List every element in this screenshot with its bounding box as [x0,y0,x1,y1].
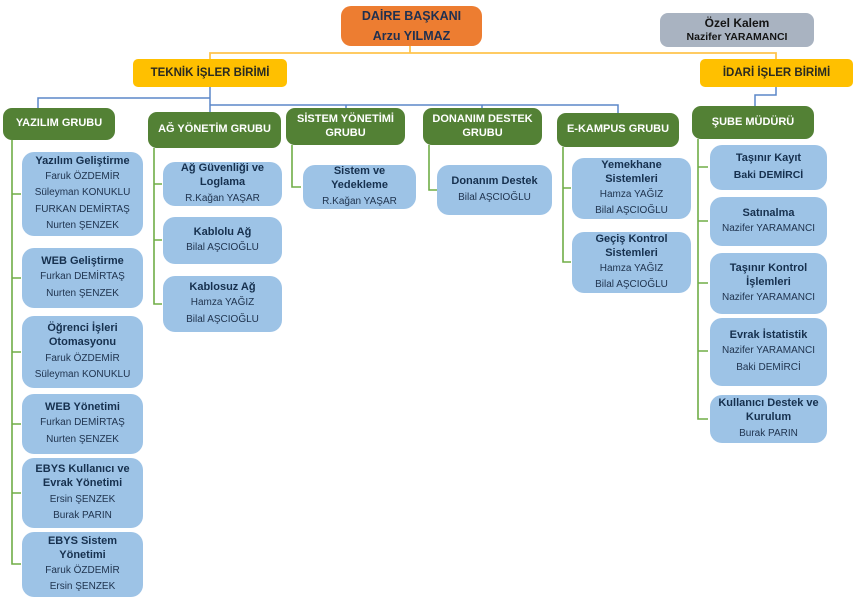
task-evrak-istatistik: Evrak İstatistik Nazifer YARAMANCI Baki … [710,318,827,386]
task-member: Furkan DEMİRTAŞ [40,271,125,283]
task-member: Hamza YAĞIZ [599,263,664,275]
task-member: Baki DEMİRCİ [736,361,801,373]
node-teknik-isler-birimi: TEKNİK İŞLER BİRİMİ [133,59,287,87]
task-title: Kablosuz Ağ [189,281,256,294]
group-label: YAZILIM GRUBU [15,117,103,130]
task-member: Faruk ÖZDEMİR [45,352,120,364]
task-title: Evrak İstatistik [729,329,808,342]
group-donanim-destek: DONANIM DESTEK GRUBU [423,108,542,145]
task-member: Faruk ÖZDEMİR [45,171,120,183]
task-kablolu-ag: Kablolu Ağ Bilal AŞCIOĞLU [163,217,282,264]
node-person: Nazifer YARAMANCI [686,30,788,43]
task-title: Geçiş Kontrol Sistemleri [595,232,668,259]
group-ag-yonetim: AĞ YÖNETİM GRUBU [148,112,281,148]
task-member: FURKAN DEMİRTAŞ [35,203,130,215]
node-title: Özel Kalem [704,15,770,30]
task-title: Kullanıcı Destek ve Kurulum [718,397,819,424]
task-tasinir-kayit: Taşınır Kayıt Baki DEMİRCİ [710,145,827,190]
task-member: Ersin ŞENZEK [49,581,116,593]
task-member: Hamza YAĞIZ [599,189,664,201]
task-title: EBYS Kullanıcı ve Evrak Yönetimi [35,463,130,490]
group-label: SİSTEM YÖNETİMİ GRUBU [297,112,394,139]
node-title: DAİRE BAŞKANI [361,8,462,23]
task-member: Bilal AŞCIOĞLU [595,279,668,291]
node-daire-baskani: DAİRE BAŞKANI Arzu YILMAZ [341,6,482,46]
task-title: Yazılım Geliştirme [35,154,130,167]
group-label: ŞUBE MÜDÜRÜ [711,115,795,128]
group-yazilim: YAZILIM GRUBU [3,108,115,140]
task-satinalma: Satınalma Nazifer YARAMANCI [710,197,827,246]
task-member: Nurten ŞENZEK [46,433,119,445]
task-title: Taşınır Kontrol İşlemleri [729,261,808,288]
task-member: Hamza YAĞIZ [190,297,255,309]
group-e-kampus: E-KAMPUS GRUBU [557,113,679,147]
task-member: Burak PARIN [739,427,798,439]
group-sube-muduru: ŞUBE MÜDÜRÜ [692,106,814,139]
task-member: Süleyman KONUKLU [34,368,131,380]
task-member: Süleyman KONUKLU [34,187,131,199]
node-ozel-kalem: Özel Kalem Nazifer YARAMANCI [660,13,814,47]
node-person: Arzu YILMAZ [372,29,451,43]
task-member: Bilal AŞCIOĞLU [186,313,259,325]
task-web-yonetimi: WEB Yönetimi Furkan DEMİRTAŞ Nurten ŞENZ… [22,394,143,454]
task-member: Furkan DEMİRTAŞ [40,417,125,429]
task-title: WEB Geliştirme [41,255,124,268]
task-sistem-yedekleme: Sistem ve Yedekleme R.Kağan YAŞAR [303,165,416,209]
task-title: Kablolu Ağ [193,225,252,238]
task-member: Bilal AŞCIOĞLU [595,205,668,217]
task-web-gelistirme: WEB Geliştirme Furkan DEMİRTAŞ Nurten ŞE… [22,248,143,308]
task-donanim-destek: Donanım Destek Bilal AŞCIOĞLU [437,165,552,215]
task-title: WEB Yönetimi [45,401,120,414]
task-title: Yemekhane Sistemleri [601,158,662,185]
task-member: Burak PARIN [53,509,112,521]
task-title: Donanım Destek [451,175,538,188]
node-title: İDARİ İŞLER BİRİMİ [722,66,831,79]
task-member: Nazifer YARAMANCI [722,345,815,357]
group-label: E-KAMPUS GRUBU [566,123,670,136]
node-title: TEKNİK İŞLER BİRİMİ [150,66,270,79]
task-member: Nurten ŞENZEK [46,219,119,231]
task-title: Öğrenci İşleri Otomasyonu [47,322,118,349]
node-idari-isler-birimi: İDARİ İŞLER BİRİMİ [700,59,853,87]
task-member: Bilal AŞCIOĞLU [458,191,531,203]
task-ag-guvenligi-loglama: Ağ Güvenliği ve Loglama R.Kağan YAŞAR [163,162,282,206]
task-ebys-sistem-yonetimi: EBYS Sistem Yönetimi Faruk ÖZDEMİR Ersin… [22,532,143,597]
task-member: R.Kağan YAŞAR [322,195,397,207]
task-title: Taşınır Kayıt [735,152,802,165]
task-member: Nazifer YARAMANCI [722,223,815,235]
task-member: Ersin ŞENZEK [49,493,116,505]
task-gecis-kontrol-sistemleri: Geçiş Kontrol Sistemleri Hamza YAĞIZ Bil… [572,232,691,293]
task-ebys-kullanici-evrak: EBYS Kullanıcı ve Evrak Yönetimi Ersin Ş… [22,458,143,528]
task-title: Satınalma [742,206,795,219]
task-tasinir-kontrol-islemleri: Taşınır Kontrol İşlemleri Nazifer YARAMA… [710,253,827,314]
task-member: R.Kağan YAŞAR [185,192,260,204]
task-title: Ağ Güvenliği ve Loglama [180,162,265,189]
task-member: Nurten ŞENZEK [46,287,119,299]
task-yazilim-gelistirme: Yazılım Geliştirme Faruk ÖZDEMİR Süleyma… [22,152,143,236]
task-kablosuz-ag: Kablosuz Ağ Hamza YAĞIZ Bilal AŞCIOĞLU [163,276,282,332]
task-title: EBYS Sistem Yönetimi [47,534,118,561]
group-label: AĞ YÖNETİM GRUBU [158,123,271,136]
group-label: DONANIM DESTEK GRUBU [432,112,533,139]
task-title: Sistem ve Yedekleme [331,165,388,192]
task-member: Nazifer YARAMANCI [722,292,815,304]
group-sistem-yonetimi: SİSTEM YÖNETİMİ GRUBU [286,108,405,145]
task-ogrenci-isleri-otomasyonu: Öğrenci İşleri Otomasyonu Faruk ÖZDEMİR … [22,316,143,388]
task-yemekhane-sistemleri: Yemekhane Sistemleri Hamza YAĞIZ Bilal A… [572,158,691,219]
task-member: Baki DEMİRCİ [733,168,804,181]
task-member: Bilal AŞCIOĞLU [186,242,259,254]
task-member: Faruk ÖZDEMİR [45,565,120,577]
task-kullanici-destek-kurulum: Kullanıcı Destek ve Kurulum Burak PARIN [710,395,827,443]
